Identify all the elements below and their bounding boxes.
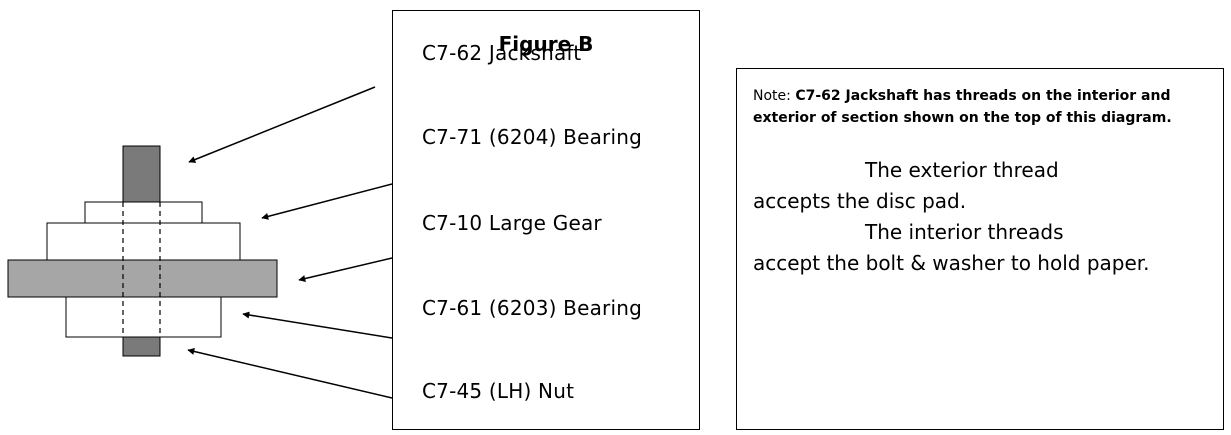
note-line-bolt-washer: accept the bolt & washer to hold paper. [753,251,1150,275]
note-box: Note: C7-62 Jackshaft has threads on the… [736,68,1224,430]
label-bearing-6204: C7-71 (6204) Bearing [422,125,643,149]
lh-nut [122,336,161,357]
label-large-gear: C7-10 Large Gear [422,211,602,235]
note-prefix: Note: [753,88,796,104]
upper-gear-stage [46,222,241,261]
note-line-disc-pad: accepts the disc pad. [753,189,967,213]
small-bearing-6204 [84,201,203,224]
label-lh-nut: C7-45 (LH) Nut [422,379,575,403]
jackshaft-top-shaft [122,145,161,203]
note-header: Note: C7-62 Jackshaft has threads on the… [753,85,1193,129]
arrow-bearing-6203 [242,311,393,339]
lower-bearing-6203 [65,296,222,338]
note-body: The exterior thread accepts the disc pad… [753,155,1213,279]
arrow-bearing-6204 [261,183,393,220]
arrow-jackshaft [188,86,376,163]
large-gear [7,259,278,298]
arrow-lh-nut [187,348,393,399]
note-line-interior: The interior threads [865,220,1064,244]
note-line-exterior: The exterior thread [865,158,1059,182]
label-jackshaft: C7-62 Jackshaft [422,41,582,65]
figure-title: Figure B [498,32,594,56]
note-bold-text: C7-62 Jackshaft has threads on the inter… [753,88,1172,126]
figure-legend-box: Figure B C7-62 Jackshaft C7-71 (6204) Be… [392,10,700,430]
label-bearing-6203: C7-61 (6203) Bearing [422,296,643,320]
arrow-large-gear [298,257,393,282]
